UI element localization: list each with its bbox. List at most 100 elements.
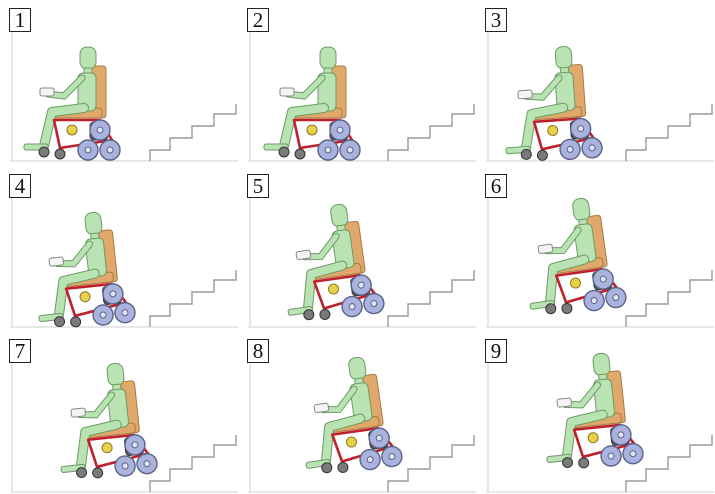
armrest-control [49, 257, 64, 266]
wheel-hub [107, 147, 113, 153]
wheelchair-scene [476, 331, 714, 494]
wheelchair-assembly [499, 44, 603, 163]
wheel-hub [97, 127, 103, 133]
person-head [80, 47, 96, 69]
wheel-hub [370, 300, 377, 307]
armrest-control [296, 250, 311, 260]
wheel-hub [132, 442, 139, 449]
caster-wheel [521, 149, 532, 160]
armrest-control [538, 244, 553, 254]
person-head [555, 46, 572, 69]
panel-8: 8 [238, 331, 476, 494]
stairs [388, 270, 474, 327]
panel-number: 5 [247, 174, 269, 198]
armrest-control [71, 408, 86, 417]
wheel-hub [122, 309, 129, 316]
gear-hub [547, 125, 558, 136]
caster-wheel [92, 467, 103, 478]
caster-wheel [537, 150, 548, 161]
panel-number: 9 [485, 339, 507, 363]
caster-wheel [54, 316, 65, 327]
wheel-hub [589, 145, 595, 151]
wheelchair-scene [238, 0, 476, 163]
wheel-hub [630, 450, 637, 457]
panel-6: 6 [476, 166, 714, 329]
stairs [150, 270, 236, 327]
panel-2: 2 [238, 0, 476, 163]
panel-number: 8 [247, 339, 269, 363]
wheel-hub [337, 127, 343, 133]
caster-wheel [561, 303, 572, 314]
wheel-hub [567, 146, 573, 152]
armrest-control [280, 88, 294, 96]
caster-wheel [562, 457, 573, 468]
wheel-hub [85, 147, 91, 153]
caster-wheel [279, 147, 289, 157]
wheelchair-assembly [537, 350, 644, 472]
wheelchair-assembly [292, 353, 403, 478]
panel-3: 3 [476, 0, 714, 163]
gear-hub [80, 291, 91, 302]
caster-wheel [55, 149, 65, 159]
armrest-control [314, 403, 329, 413]
person-head [592, 353, 610, 377]
person-head [84, 212, 102, 236]
panel-number: 3 [485, 8, 507, 32]
panel-number: 4 [9, 174, 31, 198]
panel-number: 2 [247, 8, 269, 32]
wheel-hub [144, 460, 151, 467]
wheelchair-assembly [516, 194, 627, 319]
wheelchair-scene [476, 0, 714, 163]
stairs [626, 435, 712, 492]
panel-9: 9 [476, 331, 714, 494]
panel-7: 7 [0, 331, 238, 494]
caster-wheel [295, 149, 305, 159]
stairs [150, 104, 236, 161]
caster-wheel [39, 147, 49, 157]
panel-1: 1 [0, 0, 238, 163]
person-head [330, 203, 349, 227]
wheel-hub [618, 432, 625, 439]
wheel-hub [367, 456, 374, 463]
wheel-hub [577, 125, 583, 131]
wheelchair-assembly [24, 47, 120, 160]
wheelchair-scene [238, 166, 476, 329]
panel-number: 1 [9, 8, 31, 32]
caster-wheel [337, 462, 348, 473]
armrest-control [40, 88, 54, 96]
person-head [106, 363, 124, 387]
stairs [388, 435, 474, 492]
person-head [572, 197, 591, 221]
gear-hub [346, 436, 357, 447]
wheelchair-assembly [264, 47, 360, 160]
stairs [388, 104, 474, 161]
stairs [150, 435, 236, 492]
wheel-hub [600, 276, 607, 283]
wheel-hub [591, 297, 598, 304]
wheelchair-assembly [274, 200, 385, 325]
gear-hub [588, 432, 599, 443]
armrest-control [518, 90, 533, 99]
gear-hub [328, 283, 339, 294]
wheelchair-assembly [29, 209, 136, 329]
wheel-hub [122, 463, 129, 470]
wheel-hub [110, 291, 117, 298]
caster-wheel [76, 467, 87, 478]
wheelchair-scene [476, 166, 714, 329]
gear-hub [307, 125, 317, 135]
gear-hub [67, 125, 77, 135]
wheel-hub [358, 282, 365, 289]
wheel-hub [325, 147, 331, 153]
stairs [626, 270, 712, 327]
wheel-hub [612, 294, 619, 301]
panel-number: 6 [485, 174, 507, 198]
caster-wheel [319, 309, 330, 320]
wheelchair-scene [0, 0, 238, 163]
wheelchair-assembly [51, 360, 158, 482]
wheelchair-scene [0, 166, 238, 329]
person-head [320, 47, 336, 69]
caster-wheel [578, 457, 589, 468]
wheel-hub [608, 453, 615, 460]
wheel-hub [349, 303, 356, 310]
